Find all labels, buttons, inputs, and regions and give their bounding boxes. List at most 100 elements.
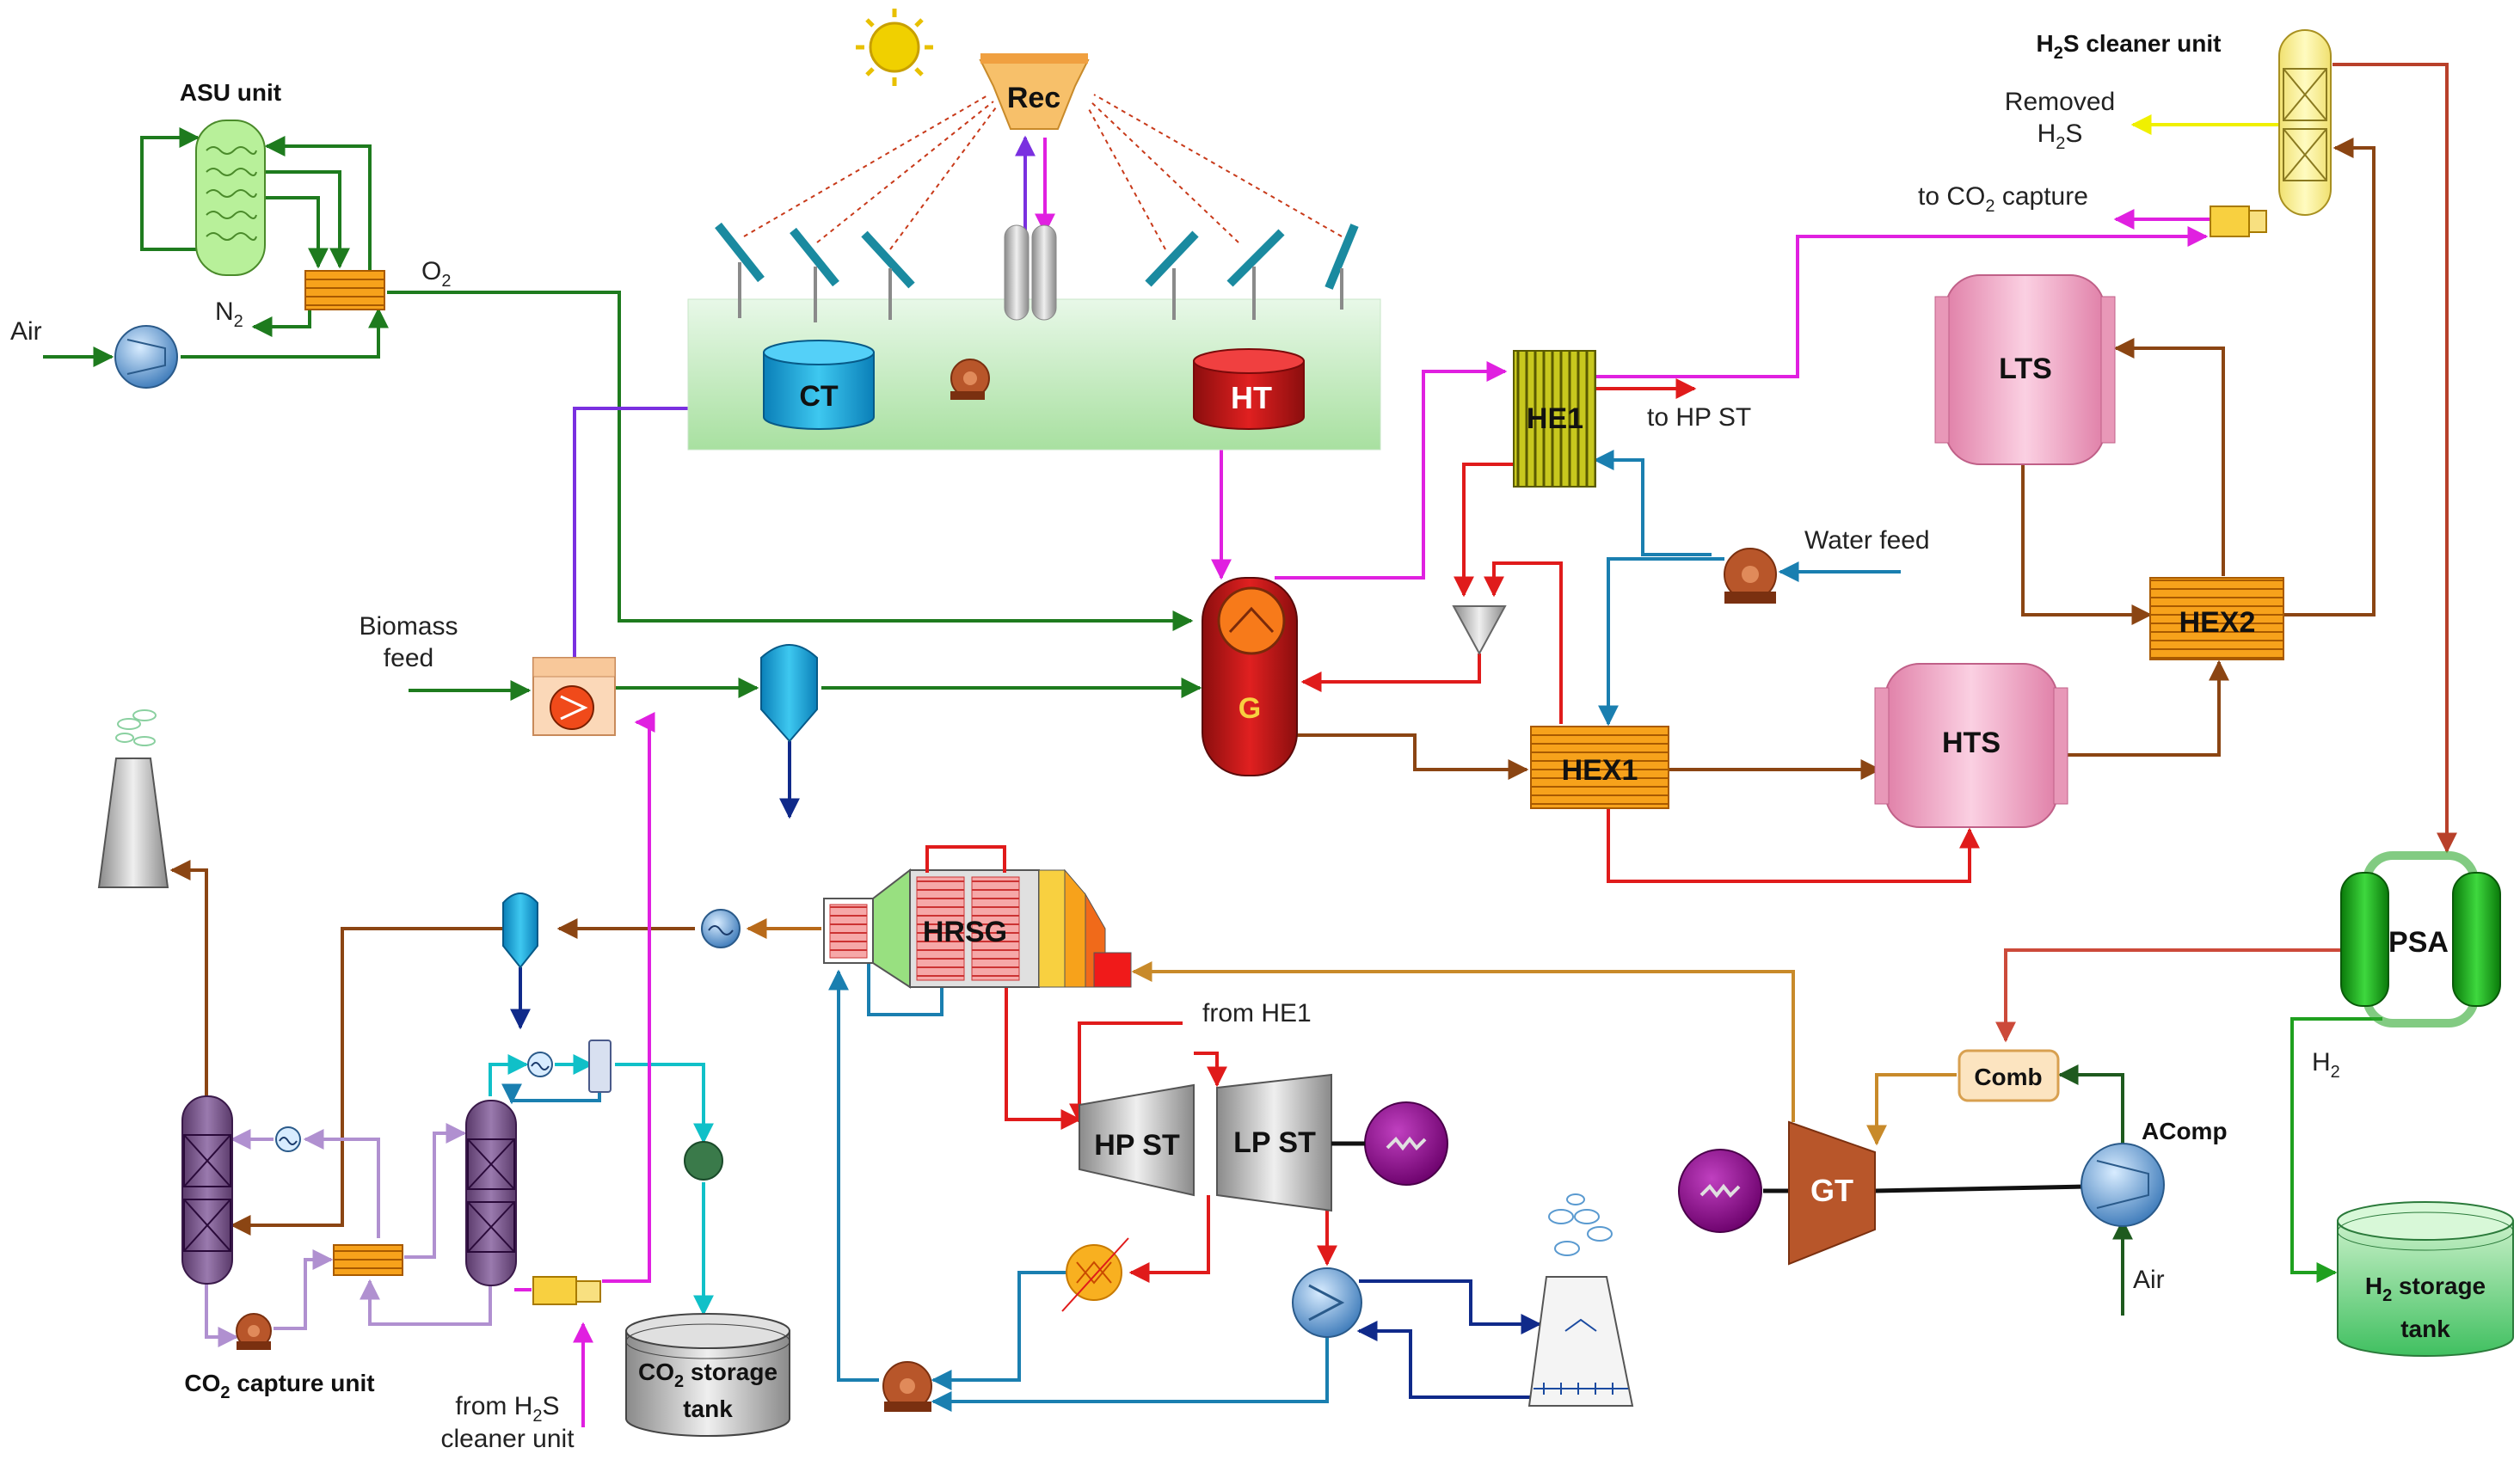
hrsg: HRSG [823, 845, 1132, 989]
mix-to-g-line [1300, 653, 1481, 692]
psa-label: PSA [2388, 926, 2449, 959]
combustor: Comb [1958, 1049, 2060, 1102]
air-comp-to-asu-line [181, 307, 389, 359]
water-pump-icon [1724, 548, 1777, 604]
absorber-to-stack-line [169, 860, 208, 1096]
h2-tank-label-1: H2 storage [2365, 1273, 2486, 1305]
he1-exchanger: HE1 [1513, 350, 1596, 488]
h2s-unit-title: H2S cleaner unit [2037, 30, 2222, 63]
hp-to-lp-line [1194, 1052, 1227, 1088]
removed-label-line1: Removed [2005, 88, 2115, 116]
lp-steam-turbine: LP ST [1216, 1073, 1332, 1212]
sun-icon [856, 9, 933, 86]
biomass-label-line1: Biomass [359, 612, 458, 641]
g-to-he1-line [1275, 361, 1508, 580]
lts-to-hex2-line [2021, 464, 2153, 625]
asu-unit: ASU unit Air N2 O2 [10, 79, 451, 389]
hex2-to-h2s-line [2283, 138, 2376, 616]
hp-st-label: HP ST [1094, 1129, 1180, 1162]
condenser-icon [1292, 1267, 1362, 1338]
rec-label: Rec [1007, 82, 1060, 114]
asu-heat-exchanger [304, 270, 385, 310]
h2s-heater-icon [2210, 205, 2267, 237]
stripper-top-line [489, 1054, 529, 1096]
gt-generator-icon [1678, 1149, 1762, 1233]
reheater-to-pump-line [931, 1271, 1066, 1390]
he1-label: HE1 [1527, 402, 1583, 435]
hts-to-hex2-line [2060, 659, 2229, 757]
h2-storage-tank: H2 storage tank [2337, 1201, 2514, 1357]
from-h2s-label-2: cleaner unit [440, 1425, 575, 1453]
psa-h2-line [2290, 1017, 2382, 1283]
gasifier: G [1202, 577, 1298, 776]
co2-compressor-icon [684, 1141, 723, 1181]
o2-line [387, 291, 1194, 631]
stripper-column [465, 1100, 517, 1286]
overhead-condenser-icon [527, 1052, 553, 1077]
biomass-dryer [532, 657, 616, 736]
gt-acomp-shaft [1874, 1184, 2087, 1193]
lean-cooler-line [303, 1129, 380, 1238]
co2-tank-label-2: tank [683, 1395, 733, 1422]
co2-storage-tank: CO2 storage tank [625, 1313, 790, 1437]
pump-to-hrsg-line [828, 969, 879, 1382]
hrsg-to-hp-st-line [1005, 972, 1082, 1130]
from-he1-line [1069, 1021, 1183, 1125]
heliostat-rays [743, 94, 1343, 250]
heliostat-icons [715, 222, 1359, 290]
cold-tank: CT [763, 340, 875, 430]
from-h2s-label-1: from H2S [455, 1392, 559, 1426]
salt-pump-icon [950, 359, 990, 400]
air-label-asu: Air [10, 317, 42, 346]
ht-tank: HT [1193, 348, 1305, 430]
air-compressor-gt-icon [2081, 1143, 2165, 1227]
acomp-label: AComp [2142, 1118, 2228, 1144]
lean-rich-hx [333, 1244, 403, 1276]
removed-label-line2: H2S [2038, 120, 2083, 153]
lean-cooler-icon [275, 1126, 301, 1152]
co2-tank-label-1: CO2 storage [638, 1359, 778, 1391]
water-to-he1-line [1593, 450, 1712, 556]
flue-separator [502, 892, 538, 969]
lts-reactor: LTS [1934, 274, 2116, 465]
hx-to-stripper-line [404, 1123, 467, 1259]
h2s-cleaner: H2S cleaner unit [2037, 29, 2332, 237]
solar-field: Rec CT HT [687, 9, 1381, 451]
stream-lines [43, 63, 2457, 1427]
flue-cooler-icon [701, 909, 741, 948]
psa-unit: PSA [2340, 851, 2501, 1027]
g-to-hex1-line [1282, 733, 1529, 780]
solar-tower [1004, 224, 1057, 321]
he1-to-mix-line [1454, 463, 1514, 598]
hts-label: HTS [1942, 727, 2001, 759]
hrsg-label: HRSG [923, 916, 1007, 948]
stripper-to-hx-line [360, 1279, 492, 1326]
n2-label: N2 [215, 297, 243, 331]
mixer [1452, 605, 1507, 656]
co2-unit-title: CO2 capture unit [184, 1370, 374, 1402]
gt-label: GT [1810, 1173, 1853, 1208]
hex2-label: HEX2 [2179, 606, 2256, 639]
hts-reactor: HTS [1874, 663, 2068, 828]
hp-steam-turbine: HP ST [1079, 1083, 1195, 1197]
asu-loop-line [140, 127, 200, 251]
reboiler-to-dryer-line [602, 712, 655, 1283]
to-co2-capture-label: to CO2 capture [1918, 182, 2088, 216]
reboiler-icon [532, 1276, 601, 1305]
asu-loop-line [262, 170, 350, 269]
hex1-bottom-line [1607, 808, 1980, 883]
ht-label: HT [1231, 380, 1272, 415]
ct-label: CT [799, 380, 839, 413]
biomass-hopper [760, 644, 818, 743]
lp-st-label: LP ST [1233, 1126, 1316, 1159]
condenser-to-pump-line [931, 1337, 1329, 1412]
gasifier-label: G [1238, 692, 1261, 725]
h2-tank-label-2: tank [2400, 1316, 2450, 1342]
acomp-to-comb-line [2057, 1064, 2124, 1148]
hex2-exchanger: HEX2 [2149, 577, 2284, 660]
to-hp-st-label: to HP ST [1647, 403, 1751, 432]
co2-capture-unit: CO2 capture unit [181, 1040, 723, 1402]
gas-turbine: GT [1788, 1120, 1876, 1266]
h2-label: H2 [2312, 1048, 2340, 1082]
